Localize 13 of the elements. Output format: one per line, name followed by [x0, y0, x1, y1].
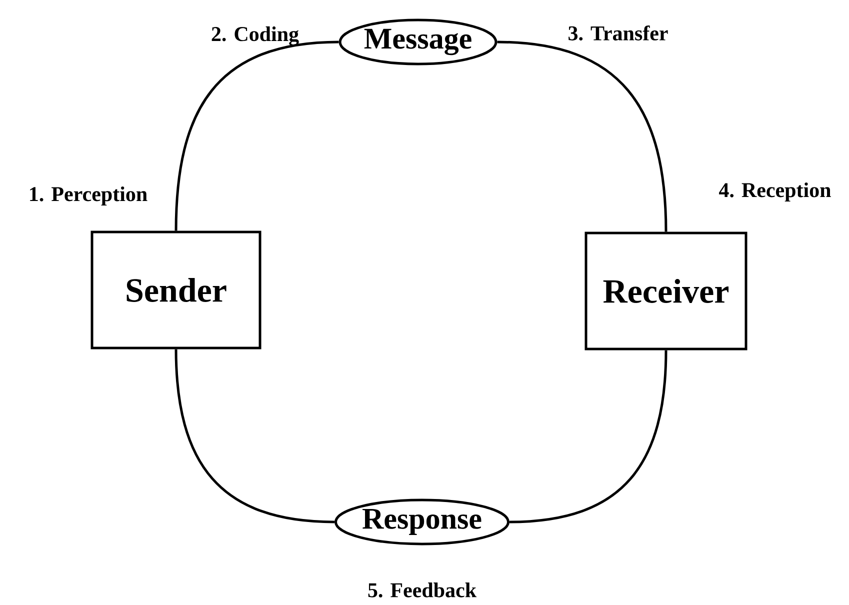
ellipse-node: Response: [334, 498, 510, 546]
step-label: 2. Coding: [212, 26, 299, 46]
step-label: 3. Transfer: [568, 25, 668, 41]
step-label: 5. Feedback: [368, 582, 477, 598]
ellipse-node: Message: [338, 18, 498, 66]
process-box: Receiver: [584, 232, 748, 350]
connector-arc: [174, 40, 339, 231]
connector-arc: [174, 349, 335, 524]
process-box: Sender: [90, 230, 262, 350]
step-label: 4. Reception: [719, 182, 831, 202]
connector-arc: [497, 40, 668, 232]
connector-arc: [509, 350, 668, 524]
step-label: 1. Perception: [30, 186, 148, 206]
